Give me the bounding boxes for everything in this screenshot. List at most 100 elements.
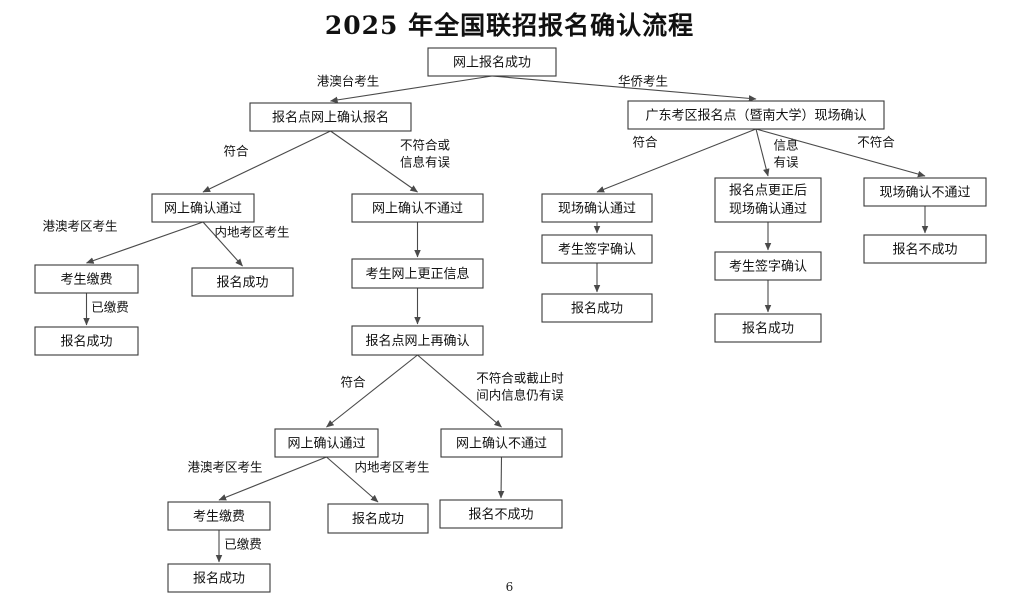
flow-node-box <box>714 313 822 343</box>
flow-node-label: 网上确认通过 <box>164 202 242 217</box>
flow-node-label: 网上确认通过 <box>287 437 365 452</box>
flow-edge <box>755 128 926 178</box>
flow-node: 报名成功 <box>34 326 139 356</box>
flow-edge <box>417 354 502 428</box>
page-number: 6 <box>505 580 514 594</box>
flow-node-label: 报名成功 <box>216 275 268 291</box>
node-layer: 网上报名成功报名点网上确认报名广东考区报名点（暨南大学）现场确认网上确认通过网上… <box>34 47 987 593</box>
flow-edge <box>755 128 770 177</box>
flow-node-label-line2: 现场确认通过 <box>729 202 807 217</box>
flow-edge-label: 港澳台考生 <box>317 74 380 89</box>
flow-edge-label: 华侨考生 <box>618 74 668 89</box>
flow-node-label: 报名点网上确认报名 <box>272 110 389 126</box>
flow-edge <box>202 130 331 193</box>
flow-node-label: 报名成功 <box>352 511 404 527</box>
flow-node-label: 报名成功 <box>571 301 623 317</box>
edge-label-layer: 港澳台考生华侨考生符合不符合或信息有误符合信息有误不符合港澳考区考生内地考区考生… <box>42 74 895 552</box>
flow-node-label: 报名点更正后 <box>729 183 807 199</box>
flow-node: 考生网上更正信息 <box>351 258 484 289</box>
flow-node-box <box>167 563 271 593</box>
flow-edge-label: 港澳考区考生 <box>187 460 262 475</box>
flow-node-label: 网上确认不通过 <box>372 202 463 217</box>
flow-node-box <box>541 234 653 264</box>
flow-node-box <box>541 193 653 223</box>
flow-edge <box>330 130 418 193</box>
flow-node-box <box>863 234 987 264</box>
flow-edge-label: 符合 <box>632 135 658 150</box>
flow-node: 网上确认通过 <box>274 428 379 458</box>
flow-edge-label: 内地考区考生 <box>214 225 289 240</box>
flow-edge-label: 符合 <box>340 375 366 390</box>
flow-node: 报名成功 <box>167 563 271 593</box>
flow-node-label: 网上确认不通过 <box>456 437 547 452</box>
flow-edge <box>596 128 757 193</box>
flow-node-box <box>714 177 822 223</box>
flow-node-label: 考生缴费 <box>60 273 112 288</box>
flow-edge-label: 不符合 <box>857 135 895 150</box>
flow-node: 网上确认不通过 <box>440 428 563 458</box>
flow-node-box <box>249 102 412 132</box>
flow-node: 报名成功 <box>327 503 429 534</box>
flow-node-label: 考生签字确认 <box>558 242 636 258</box>
flow-node-box <box>191 267 294 297</box>
flow-node-box <box>863 177 987 207</box>
flow-node: 网上报名成功 <box>427 47 557 77</box>
flow-edge-label-line2: 信息有误 <box>400 155 451 170</box>
flow-node: 报名不成功 <box>863 234 987 264</box>
flow-node: 网上确认不通过 <box>351 193 484 223</box>
flow-node: 报名点网上再确认 <box>351 325 484 356</box>
flow-node: 考生签字确认 <box>541 234 653 264</box>
flow-node-box <box>627 100 885 130</box>
flow-node: 报名成功 <box>541 293 653 323</box>
flow-node-label: 考生签字确认 <box>729 259 807 275</box>
flow-node-box <box>439 499 563 529</box>
flow-node: 报名成功 <box>191 267 294 297</box>
flow-node-label: 网上报名成功 <box>453 55 531 71</box>
flow-node-box <box>351 193 484 223</box>
flow-node: 现场确认不通过 <box>863 177 987 207</box>
flow-edge-label: 已缴费 <box>91 300 129 315</box>
flow-edge <box>202 221 243 267</box>
flow-node: 考生缴费 <box>34 264 139 294</box>
flow-node-box <box>167 501 271 531</box>
edge-layer <box>83 75 929 563</box>
flow-node-box <box>351 325 484 356</box>
flow-node-box <box>440 428 563 458</box>
flow-node-label: 考生缴费 <box>193 510 245 525</box>
flow-node-box <box>34 264 139 294</box>
flow-edge-label: 不符合或截止时 <box>476 371 564 386</box>
flow-node-label: 报名成功 <box>60 334 112 350</box>
flow-node-label: 广东考区报名点（暨南大学）现场确认 <box>645 108 866 124</box>
flow-node-box <box>541 293 653 323</box>
flow-node-box <box>714 251 822 281</box>
flow-node: 考生缴费 <box>167 501 271 531</box>
flow-node-box <box>151 193 255 223</box>
flow-node: 网上确认通过 <box>151 193 255 223</box>
flow-edge <box>491 75 757 102</box>
flow-node-label: 现场确认不通过 <box>879 186 970 201</box>
flow-edge-label: 内地考区考生 <box>354 460 429 475</box>
flow-edge <box>329 75 493 104</box>
flow-edge-label: 已缴费 <box>224 537 262 552</box>
flow-node-label: 考生网上更正信息 <box>365 266 469 282</box>
flow-edge <box>218 456 327 501</box>
flow-edge-label-line2: 间内信息仍有误 <box>476 388 564 403</box>
flow-node-box <box>34 326 139 356</box>
flow-edge <box>497 456 505 499</box>
flow-node-box <box>351 258 484 289</box>
flow-node-label: 报名不成功 <box>468 507 533 523</box>
flow-node: 考生签字确认 <box>714 251 822 281</box>
flow-edge-label-line2: 有误 <box>773 155 799 170</box>
flow-node: 报名成功 <box>714 313 822 343</box>
flow-node-label: 报名点网上再确认 <box>365 333 469 349</box>
page-title: 2025 年全国联招报名确认流程 <box>324 11 695 40</box>
flow-edge <box>326 354 418 428</box>
flow-node-box <box>274 428 379 458</box>
flow-node: 广东考区报名点（暨南大学）现场确认 <box>627 100 885 130</box>
flow-node: 报名点网上确认报名 <box>249 102 412 132</box>
flow-edge-label: 信息 <box>773 138 798 153</box>
flow-edge-label: 港澳考区考生 <box>42 219 117 234</box>
